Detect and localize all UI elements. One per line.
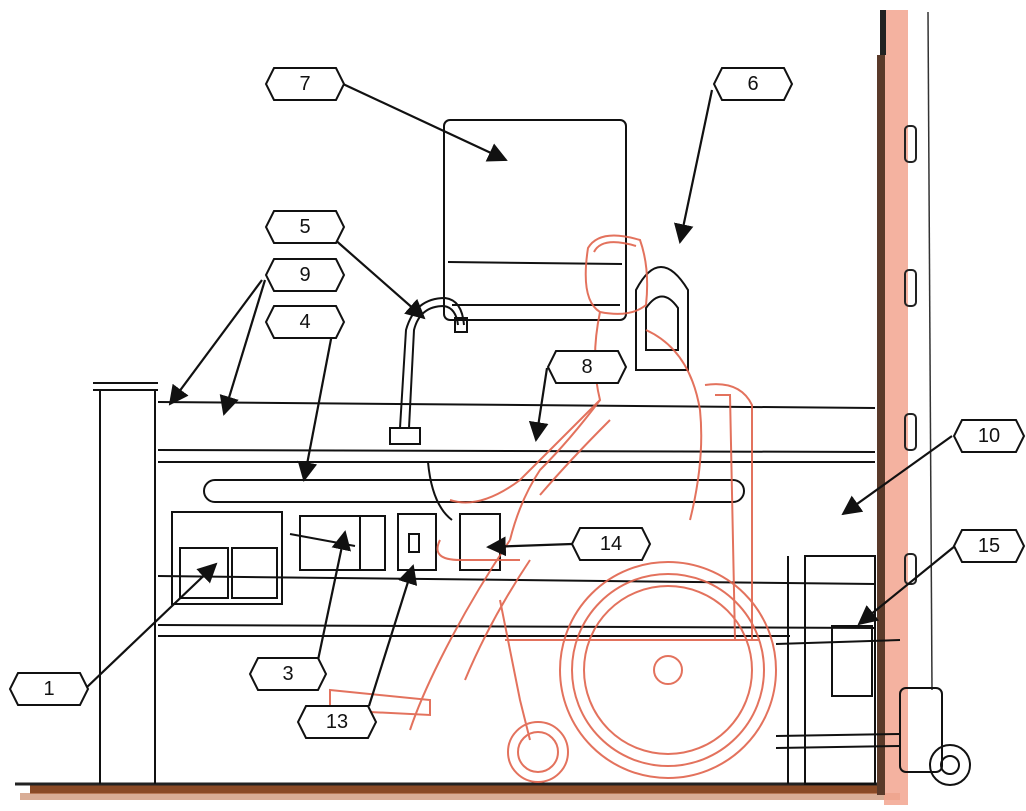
callout-10: 10	[952, 419, 1026, 453]
callout-3: 3	[248, 657, 328, 691]
arrow-7	[342, 83, 508, 162]
svg-text:8: 8	[581, 356, 592, 378]
callout-7: 7	[264, 67, 346, 101]
svg-text:4: 4	[299, 311, 310, 333]
callout-13: 13	[296, 705, 378, 739]
svg-text:10: 10	[978, 425, 1000, 447]
callout-arrows	[85, 83, 956, 707]
arrow-4	[297, 333, 334, 482]
arrow-9a	[168, 279, 263, 406]
arrow-14	[486, 536, 573, 557]
arrow-1	[85, 562, 218, 689]
svg-text:5: 5	[299, 216, 310, 238]
arrow-8	[528, 367, 549, 442]
svg-text:1: 1	[43, 678, 54, 700]
svg-text:3: 3	[282, 663, 293, 685]
arrow-3	[316, 530, 352, 661]
callout-14: 14	[570, 527, 652, 561]
arrow-6	[673, 89, 714, 244]
callout-5: 5	[264, 210, 346, 244]
svg-text:14: 14	[600, 533, 622, 555]
floor	[15, 782, 900, 800]
arrow-10	[841, 435, 953, 516]
callout-9: 9	[264, 258, 346, 292]
arrow-15	[857, 545, 956, 626]
callout-8: 8	[546, 350, 628, 384]
svg-text:6: 6	[747, 73, 758, 95]
svg-text:13: 13	[326, 711, 348, 733]
svg-text:9: 9	[299, 264, 310, 286]
svg-text:15: 15	[978, 535, 1000, 557]
wall-cabinet	[443, 119, 627, 321]
arrow-13	[367, 564, 418, 707]
svg-text:7: 7	[299, 73, 310, 95]
callout-6: 6	[712, 67, 794, 101]
wheelchair-user-figure	[329, 234, 777, 783]
callout-1: 1	[8, 672, 90, 706]
callout-4: 4	[264, 305, 346, 339]
arrow-5	[332, 237, 426, 320]
light-fixture	[635, 266, 689, 371]
counter-cabinet	[93, 382, 971, 786]
callout-15: 15	[952, 529, 1026, 563]
right-wall	[877, 10, 933, 805]
arrow-9b	[219, 279, 267, 416]
callout-labels: 7 6 5 9 4 8 10 15	[8, 67, 1026, 739]
